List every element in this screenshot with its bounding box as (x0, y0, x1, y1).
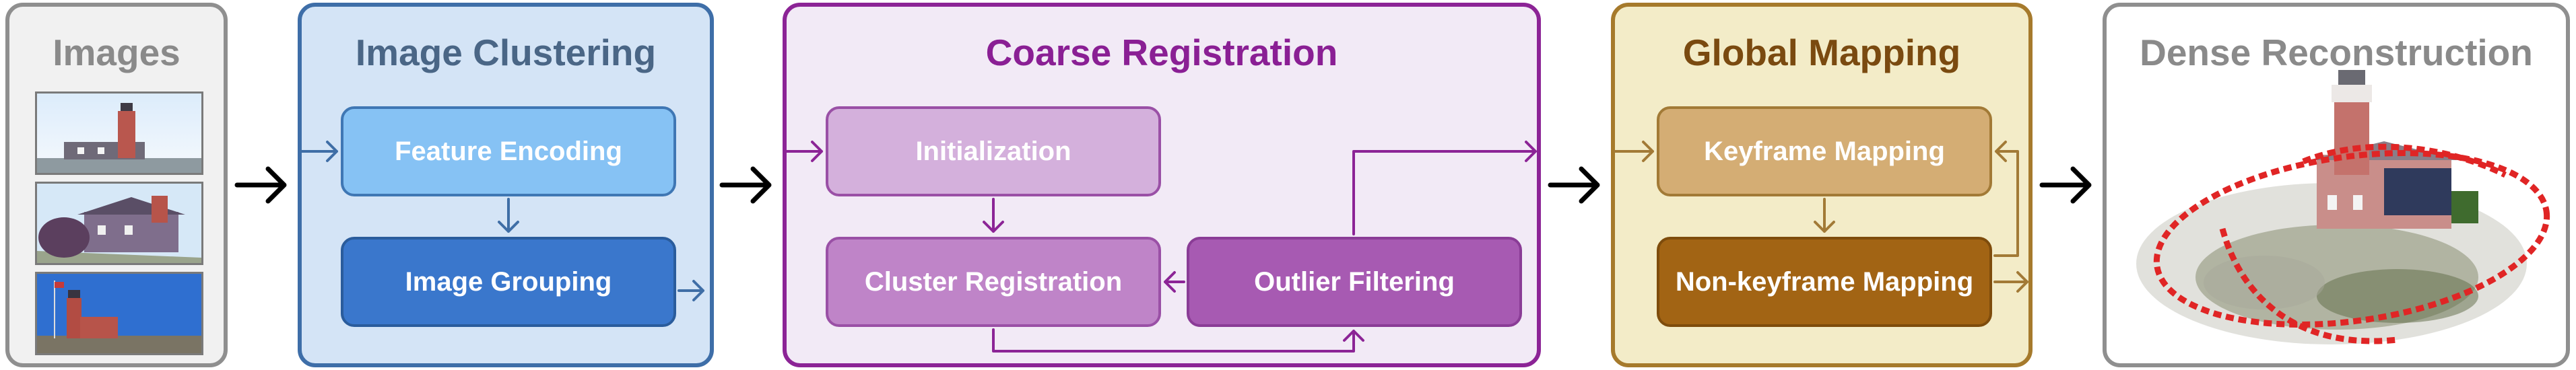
images-panel-title: Images (53, 32, 180, 73)
feature-encoding-node: Feature Encoding (341, 106, 676, 196)
dense-reconstruction-panel: Dense Reconstruction (2103, 3, 2570, 367)
dense-reconstruction-title: Dense Reconstruction (2140, 32, 2533, 73)
arrow-coarse-to-global (1548, 166, 1600, 204)
coarse-registration-title: Coarse Registration (985, 32, 1338, 73)
lighthouse-photo-1 (35, 91, 203, 175)
arrow-clustering-to-coarse (719, 166, 772, 204)
lighthouse-photo-3 (35, 272, 203, 355)
outlier-filtering-node: Outlier Filtering (1187, 237, 1522, 327)
global-mapping-title: Global Mapping (1682, 32, 1961, 73)
images-panel: Images (5, 3, 228, 367)
arrow-images-to-clustering (234, 166, 287, 204)
image-clustering-title: Image Clustering (355, 32, 657, 73)
lighthouse-photo-2 (35, 182, 203, 265)
nonkeyframe-mapping-node: Non-keyframe Mapping (1657, 237, 1992, 327)
arrow-global-to-dense (2039, 166, 2092, 204)
cluster-registration-node: Cluster Registration (826, 237, 1161, 327)
image-grouping-node: Image Grouping (341, 237, 676, 327)
keyframe-mapping-node: Keyframe Mapping (1657, 106, 1992, 196)
initialization-node: Initialization (826, 106, 1161, 196)
